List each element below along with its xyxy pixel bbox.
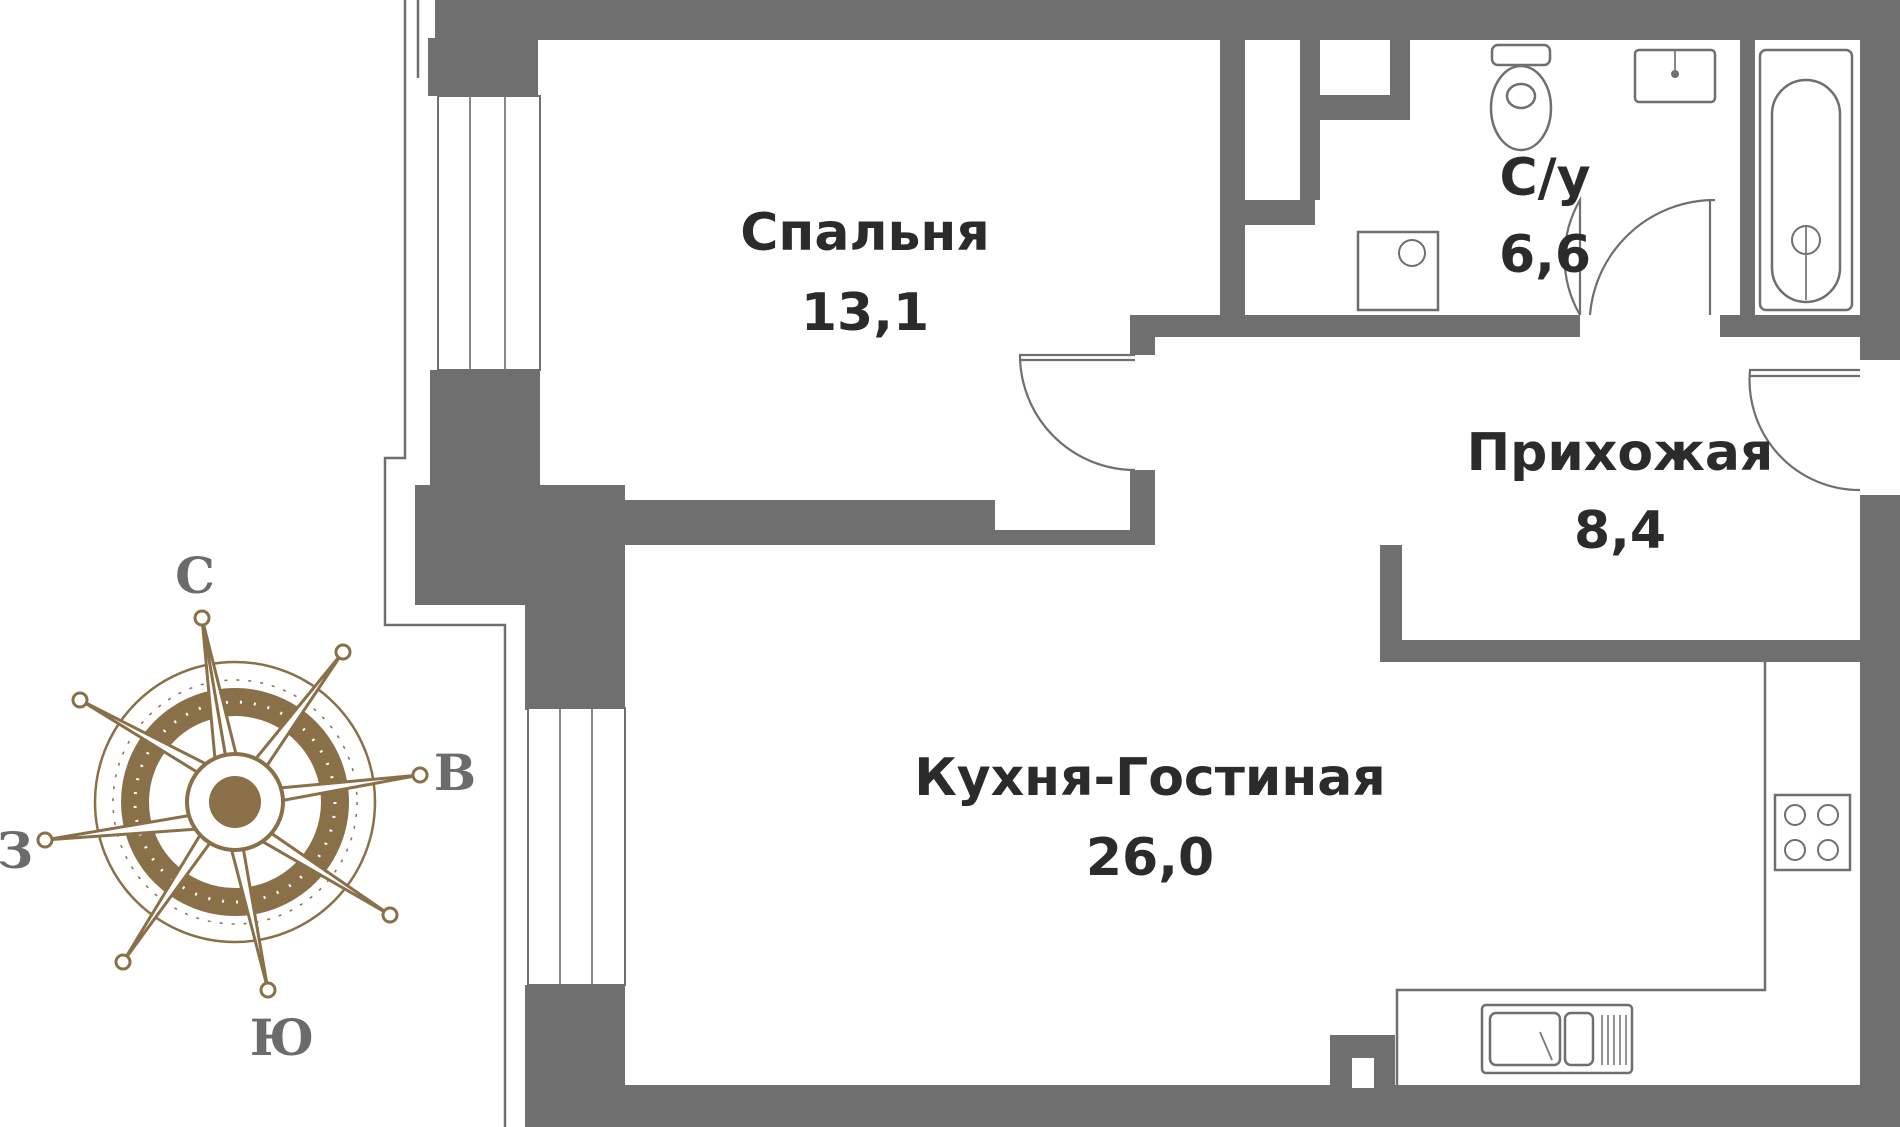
room-name-bathroom: С/у bbox=[1499, 148, 1590, 208]
room-name-bedroom: Спальня bbox=[740, 203, 989, 263]
compass-label-north: С bbox=[175, 546, 215, 605]
window-kitchen bbox=[527, 707, 626, 986]
compass-rose-icon bbox=[36, 609, 429, 999]
kitchen-sink-icon bbox=[1480, 1003, 1634, 1075]
room-area-hallway: 8,4 bbox=[1574, 501, 1666, 561]
room-name-kitchen-living: Кухня-Гостиная bbox=[914, 748, 1386, 808]
compass-label-south: Ю bbox=[250, 1008, 314, 1067]
stove-icon bbox=[1773, 793, 1852, 872]
niche bbox=[1352, 1058, 1374, 1088]
washing-machine-fixture bbox=[1356, 230, 1440, 312]
compass-label-west: З bbox=[0, 821, 33, 880]
walls bbox=[415, 0, 1900, 1127]
window-bedroom bbox=[437, 95, 541, 371]
room-area-bathroom: 6,6 bbox=[1499, 225, 1591, 285]
room-area-bedroom: 13,1 bbox=[801, 283, 929, 343]
room-area-kitchen-living: 26,0 bbox=[1086, 828, 1214, 888]
room-name-hallway: Прихожая bbox=[1467, 423, 1774, 483]
toilet-fixture bbox=[1489, 43, 1553, 152]
door-entrance bbox=[1748, 368, 1861, 492]
compass-label-east: В bbox=[434, 743, 476, 802]
kitchen-counter bbox=[1395, 662, 1767, 1085]
washbasin-fixture bbox=[1633, 48, 1717, 104]
door-bedroom bbox=[1018, 353, 1155, 500]
bathtub-fixture bbox=[1758, 48, 1854, 312]
exterior-outline bbox=[383, 0, 507, 1127]
door-bathroom bbox=[1563, 195, 1716, 316]
